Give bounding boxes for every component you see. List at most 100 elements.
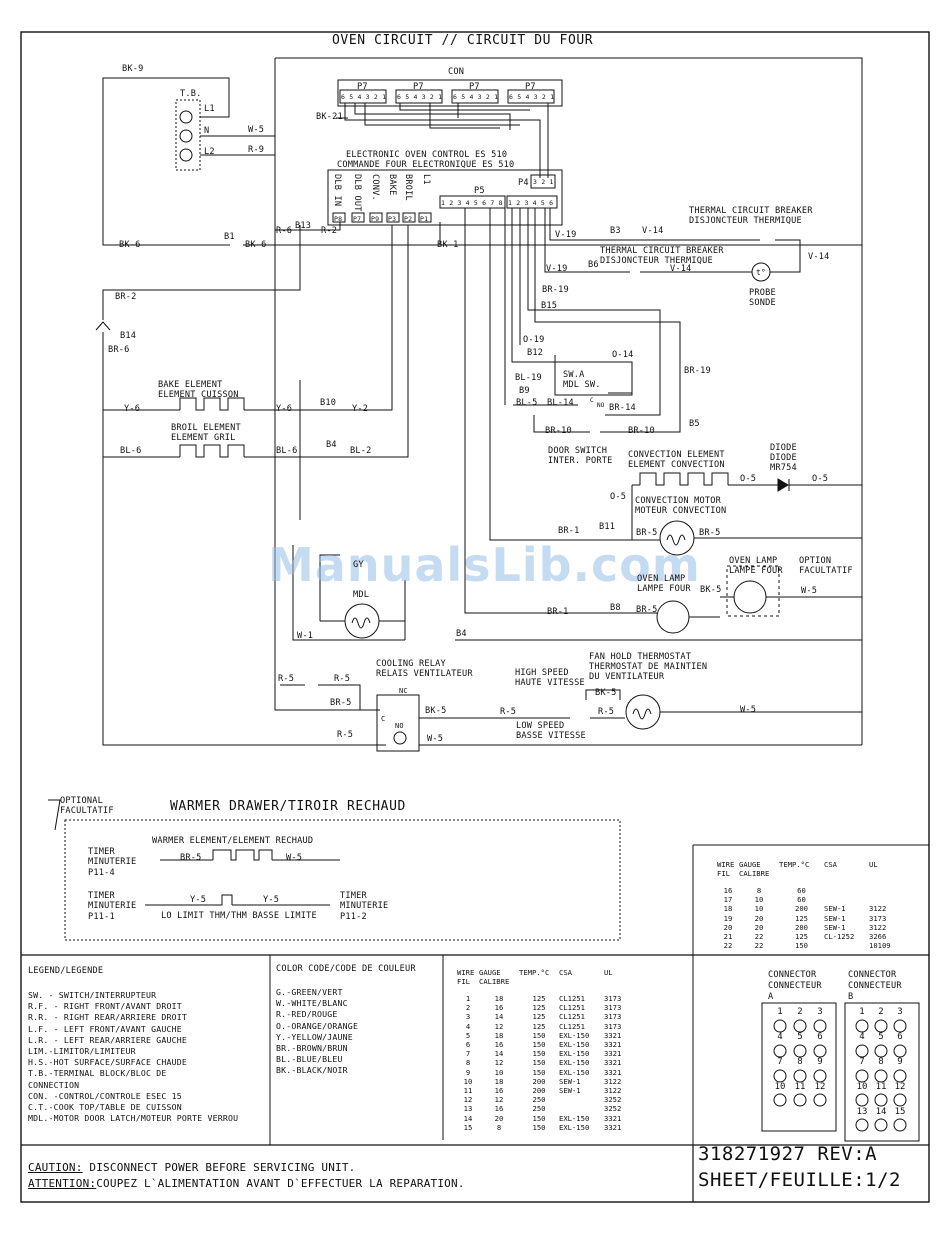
- cooling-relay-fr: RELAIS VENTILATEUR: [376, 669, 473, 679]
- wire-bk5b: BK-5: [425, 706, 447, 716]
- door-switch-fr: INTER. PORTE: [548, 456, 613, 466]
- wire-v19b: V-19: [546, 264, 568, 274]
- table-cell: 200: [795, 904, 808, 914]
- table-cell: 150: [532, 1040, 546, 1050]
- connector-a-label-1: CONNECTOR: [768, 970, 817, 980]
- table-cell: 125: [532, 994, 546, 1003]
- high-speed-fr: HAUTE VITESSE: [515, 678, 585, 688]
- table-cell: 9: [465, 1067, 471, 1077]
- table-cell: EXL-150: [559, 1067, 590, 1077]
- relay-nc: NC: [399, 687, 408, 695]
- table-cell: 10: [754, 904, 764, 914]
- caution-text: DISCONNECT POWER BEFORE SERVICING UNIT.: [82, 1161, 356, 1174]
- table-cell: 60: [797, 895, 806, 905]
- legend-item: R.R. - RIGHT REAR/ARRIERE DROIT: [28, 1012, 188, 1023]
- table-cell: 15: [463, 1122, 473, 1132]
- wire-bk5c: BK-5: [595, 688, 617, 698]
- con-label: CON: [448, 67, 465, 77]
- oven-lamp-fr: LAMPE FOUR: [729, 566, 783, 576]
- table-cell: 250: [532, 1104, 546, 1114]
- connector-a-pin: 7: [777, 1057, 783, 1067]
- table-cell: 21: [723, 932, 733, 942]
- legend-item: SW. - SWITCH/INTERRUPTEUR: [28, 990, 157, 1000]
- table-cell: 3173: [604, 994, 622, 1003]
- table-cell: 125: [532, 1012, 546, 1022]
- table-cell: 12: [494, 1058, 504, 1068]
- wire-r2: R-2: [321, 226, 338, 236]
- color-code-item: G.-GREEN/VERT: [276, 987, 343, 997]
- wire-br10a: BR-10: [545, 426, 572, 436]
- relay-no: NO: [395, 722, 404, 730]
- option-fr: FACULTATIF: [799, 566, 853, 576]
- table-cell: [824, 895, 869, 904]
- table-cell: CL1251: [559, 1003, 585, 1013]
- connector-b-pin: 10: [856, 1082, 868, 1092]
- p7-pins-3: 6 5 4 3 2 1: [453, 93, 499, 101]
- table-cell: 5: [465, 1030, 471, 1040]
- legend-item: T.B.-TERMINAL BLOCK/BLOC DE: [28, 1068, 167, 1079]
- table-cell: 20: [754, 922, 764, 932]
- table-cell: 18: [494, 994, 504, 1003]
- option-en: OPTION: [799, 556, 832, 566]
- connector-b-pin: 6: [897, 1032, 903, 1042]
- warmer-y5a: Y-5: [190, 895, 207, 905]
- table-cell: 3173: [604, 1021, 622, 1031]
- table-cell: [869, 886, 899, 895]
- table-cell: [869, 895, 899, 904]
- table-cell: 22: [754, 932, 764, 942]
- table-cell: EXL-150: [559, 1113, 590, 1123]
- table-cell: SEW-1: [824, 913, 846, 923]
- broil-element-en: BROIL ELEMENT: [171, 423, 241, 433]
- wire-bl5: BL-5: [516, 398, 538, 408]
- table-cell: SEW-1: [824, 904, 846, 914]
- relay-conv: CONV.: [370, 174, 380, 201]
- wire-b3: B3: [610, 226, 621, 236]
- table-cell: 3: [465, 1012, 471, 1022]
- wire-w5: W-5: [248, 125, 265, 135]
- table-cell: EXL-150: [559, 1040, 590, 1050]
- table-cell: 125: [795, 913, 808, 923]
- attention-text: COUPEZ L`ALIMENTATION AVANT D`EFFECTUER …: [96, 1177, 465, 1190]
- wire-bl6b: BL-6: [276, 446, 298, 456]
- warmer-title: WARMER DRAWER/TIROIR RECHAUD: [170, 799, 406, 814]
- wire-b13: B13: [295, 221, 312, 231]
- oven-lamp2-fr: LAMPE FOUR: [637, 584, 691, 594]
- wire-v14a: V-14: [642, 226, 664, 236]
- warmer-limit: LO LIMIT THM/THM BASSE LIMITE: [161, 911, 317, 921]
- wire-y6a: Y-6: [124, 404, 141, 414]
- table-cell: 14: [494, 1049, 504, 1059]
- table-cell: 150: [795, 941, 808, 951]
- probe-en: PROBE: [749, 288, 776, 298]
- high-speed-en: HIGH SPEED: [515, 668, 569, 678]
- low-speed-fr: BASSE VITESSE: [516, 731, 586, 741]
- table-cell: 14: [494, 1012, 504, 1022]
- relay-l1: L1: [421, 174, 431, 185]
- warmer-optional-en: OPTIONAL: [60, 796, 103, 806]
- connector-a-pin: 9: [817, 1057, 823, 1067]
- connector-b-pin: 8: [878, 1057, 884, 1067]
- swa-c: C: [590, 397, 594, 404]
- fan-hold-3: DU VENTILATEUR: [589, 672, 665, 682]
- fan-hold-2: THERMOSTAT DE MAINTIEN: [589, 662, 708, 672]
- connector-b-label-1: CONNECTOR: [848, 970, 897, 980]
- column-header: UL: [604, 968, 613, 977]
- color-code-item: BR.-BROWN/BRUN: [276, 1043, 348, 1053]
- color-code-item: Y.-YELLOW/JAUNE: [276, 1031, 353, 1042]
- wire-y6b: Y-6: [276, 404, 293, 414]
- table-cell: 3321: [604, 1122, 622, 1132]
- connector-a-pin: 8: [797, 1057, 803, 1067]
- legend-item: L.F. - LEFT FRONT/AVANT GAUCHE: [28, 1023, 182, 1034]
- connector-a-label-3: A: [768, 992, 774, 1002]
- wire-r5b: R-5: [334, 674, 351, 684]
- diode-part: MR754: [770, 463, 797, 473]
